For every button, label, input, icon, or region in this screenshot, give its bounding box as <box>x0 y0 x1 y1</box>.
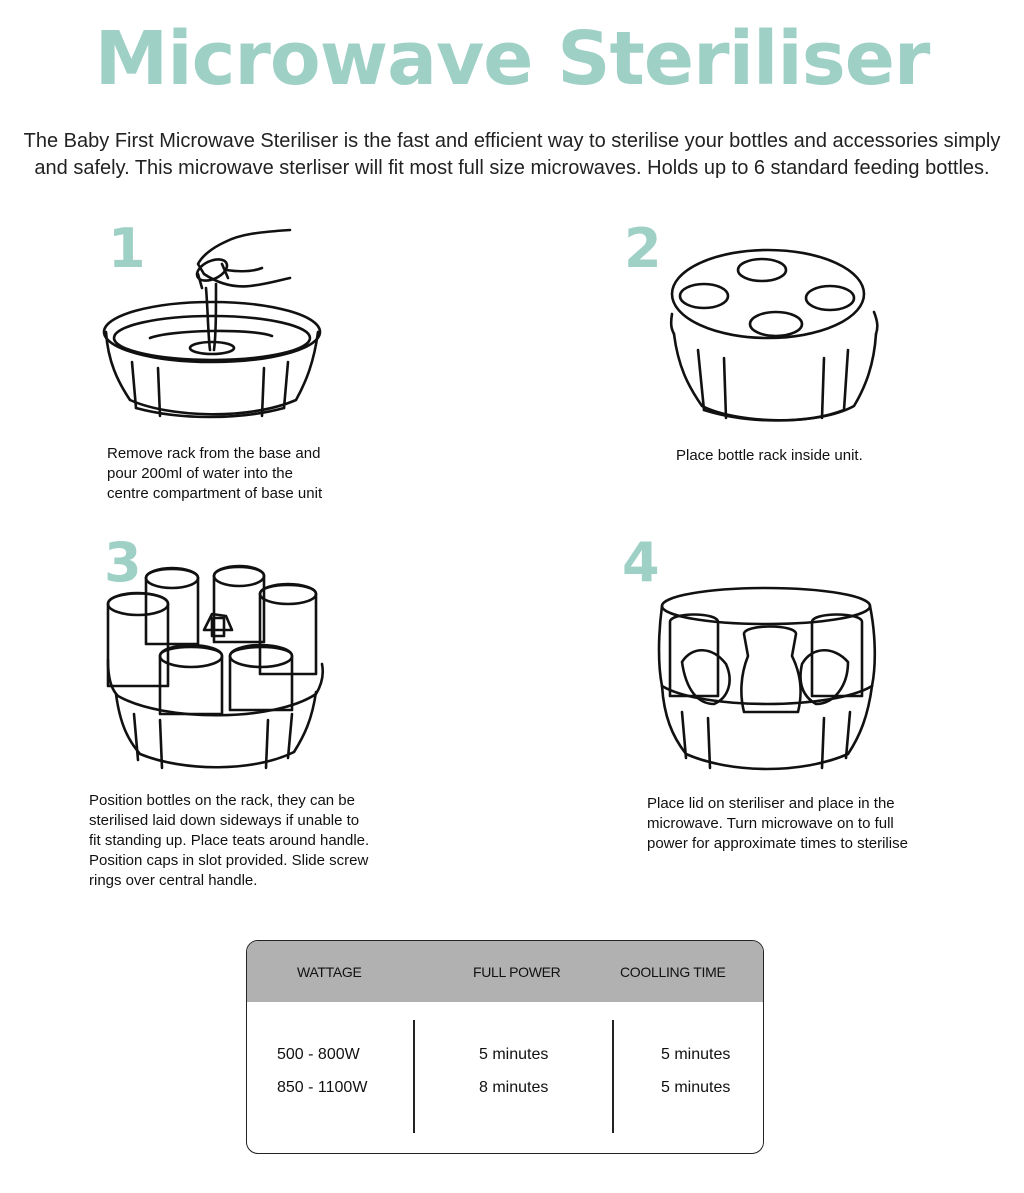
header-cooling-time: COOLLING TIME <box>620 964 726 980</box>
step-3-line: Position bottles on the rack, they can b… <box>89 792 355 809</box>
column-divider <box>413 1020 415 1133</box>
step-1-text: Remove rack from the base and pour 200ml… <box>107 444 322 504</box>
step-1-number: 1 <box>108 217 146 280</box>
step-3-number: 3 <box>104 531 142 594</box>
intro-paragraph: The Baby First Microwave Steriliser is t… <box>0 128 1024 182</box>
step-2-illustration <box>669 248 879 422</box>
step-2-line: Place bottle rack inside unit. <box>676 447 863 464</box>
table-cell: 5 minutes <box>661 1046 731 1063</box>
intro-line: The Baby First Microwave Steriliser is t… <box>23 130 1001 152</box>
sterilising-times-table: WATTAGE FULL POWER COOLLING TIME 500 - 8… <box>246 940 764 1154</box>
step-3-line: fit standing up. Place teats around hand… <box>89 832 370 849</box>
table-cell: 500 - 800W <box>277 1046 360 1063</box>
column-divider <box>612 1020 614 1133</box>
step-1-line: pour 200ml of water into the <box>107 465 293 482</box>
table-header: WATTAGE FULL POWER COOLLING TIME <box>247 941 763 1002</box>
step-3-text: Position bottles on the rack, they can b… <box>89 791 369 891</box>
step-4-line: microwave. Turn microwave on to full <box>647 815 894 832</box>
header-full-power: FULL POWER <box>473 964 561 980</box>
step-4-illustration <box>657 586 877 771</box>
step-3-line: sterilised laid down sideways if unable … <box>89 812 360 829</box>
header-wattage: WATTAGE <box>297 964 362 980</box>
table-cell: 5 minutes <box>661 1079 731 1096</box>
step-4-line: power for approximate times to sterilise <box>647 835 908 852</box>
step-4-line: Place lid on steriliser and place in the <box>647 795 895 812</box>
table-cell: 8 minutes <box>479 1079 549 1096</box>
table-cell: 5 minutes <box>479 1046 549 1063</box>
step-4-number: 4 <box>622 531 660 594</box>
step-2-text: Place bottle rack inside unit. <box>676 446 863 466</box>
step-2-number: 2 <box>624 217 662 280</box>
intro-line: and safely. This microwave sterliser wil… <box>34 157 990 179</box>
step-1-line: Remove rack from the base and <box>107 445 321 462</box>
step-1-line: centre compartment of base unit <box>107 485 323 502</box>
step-4-text: Place lid on steriliser and place in the… <box>647 794 908 854</box>
table-cell: 850 - 1100W <box>277 1079 368 1096</box>
step-3-line: Position caps in slot provided. Slide sc… <box>89 852 369 869</box>
step-3-illustration <box>106 564 325 770</box>
step-1-illustration <box>102 228 322 419</box>
step-3-line: rings over central handle. <box>89 872 258 889</box>
page-title: Microwave Steriliser <box>94 16 931 102</box>
